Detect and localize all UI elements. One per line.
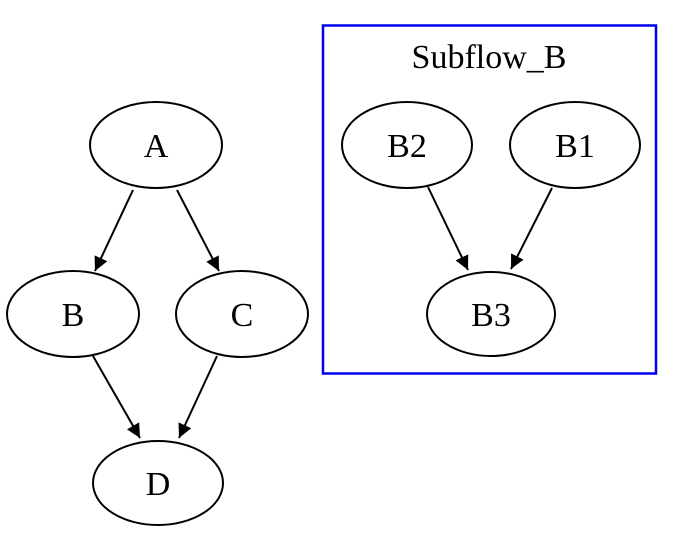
node-c-shape [175, 270, 309, 358]
node-b: B [6, 270, 140, 358]
edge-a-b [94, 189, 134, 272]
edge-c-d [178, 355, 218, 439]
node-b2-label: B2 [387, 128, 427, 165]
node-a-shape [89, 101, 223, 189]
cluster-subflow-b-border [321, 24, 658, 375]
node-d-shape [92, 440, 224, 526]
node-c: C [175, 270, 309, 358]
node-b3-label: B3 [471, 297, 511, 334]
node-a-label: A [144, 128, 169, 165]
node-b1-label: B1 [555, 128, 595, 165]
node-b2: B2 [341, 101, 473, 189]
node-c-label: C [231, 297, 254, 334]
node-d: D [92, 440, 224, 526]
cluster-subflow-b: Subflow_B [321, 24, 658, 375]
edges [92, 186, 553, 439]
edge-a-c [176, 189, 220, 272]
node-b1: B1 [509, 101, 641, 189]
node-b3-shape [426, 271, 556, 357]
node-b2-shape [341, 101, 473, 189]
node-a: A [89, 101, 223, 189]
node-b1-shape [509, 101, 641, 189]
edge-b1-b3 [510, 187, 553, 270]
node-d-label: D [146, 466, 171, 503]
edge-b-d [92, 355, 141, 439]
node-b-label: B [62, 297, 85, 334]
edge-b2-b3 [427, 186, 469, 271]
node-b3: B3 [426, 271, 556, 357]
cluster-subflow-b-label: Subflow_B [412, 39, 567, 76]
node-b-shape [6, 270, 140, 358]
